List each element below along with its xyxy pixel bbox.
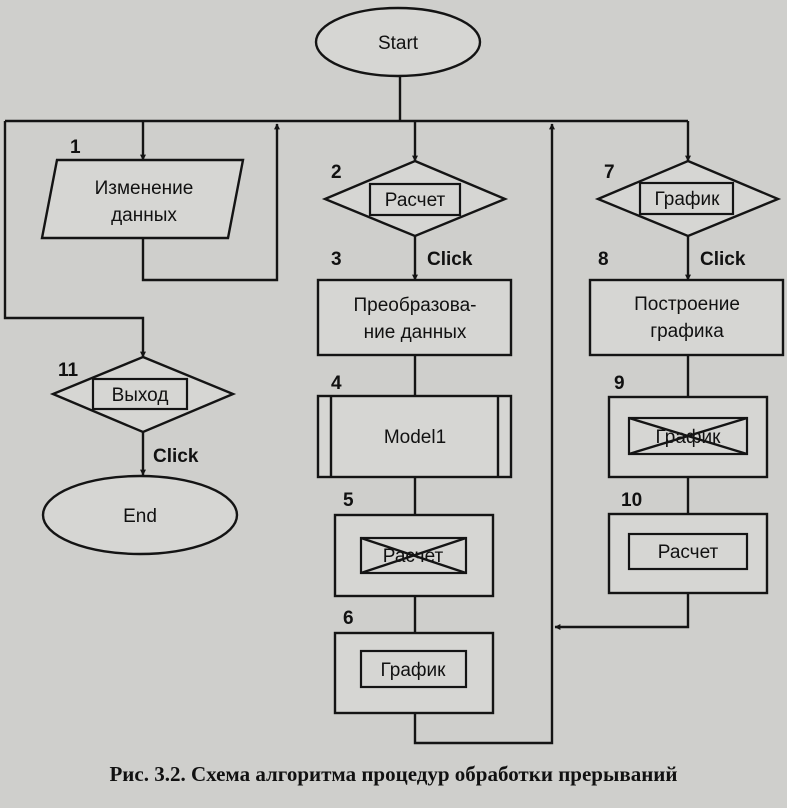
node-2-event-box [368, 182, 462, 217]
node-3-line2: ние данных [364, 322, 467, 343]
node-10-inner-box [627, 532, 749, 571]
node-11-label: Выход [112, 385, 169, 406]
end-terminator [41, 474, 239, 556]
node-1-parallelogram [40, 158, 245, 240]
node-7: 7 График Click [594, 159, 782, 270]
node-5: Расчет 5 [333, 490, 495, 598]
edge-label-click-2-3: Click [427, 249, 473, 270]
connector-loop-6 [413, 123, 555, 745]
node-2-label: Расчет [385, 190, 446, 211]
connectors [3, 76, 691, 745]
node-7-number: 7 [604, 162, 615, 183]
node-5-cross-b [360, 536, 467, 575]
node-6-inner-box [359, 649, 468, 689]
connector-10-rail [554, 593, 690, 630]
node-11-event-box [91, 377, 189, 411]
node-6-number: 6 [343, 608, 354, 629]
node-2-number: 2 [331, 162, 342, 183]
node-10-label: Расчет [658, 542, 719, 563]
node-9-cross-b [628, 416, 748, 456]
node-8: 8 Построение графика [588, 249, 785, 357]
node-3-line1: Преобразова- [354, 295, 477, 316]
node-8-line2: графика [650, 321, 724, 342]
node-4-label: Model1 [384, 427, 446, 448]
node-3-process [316, 278, 513, 357]
node-4-subprocess [316, 394, 513, 479]
node-4-number: 4 [331, 373, 342, 394]
node-9: График 9 [607, 373, 769, 479]
node-11: 11 Выход Click [49, 355, 237, 467]
node-10-number: 10 [621, 490, 642, 511]
node-8-line1: Построение [634, 294, 740, 315]
figure-caption-prefix: Рис. 3.2. [109, 762, 186, 786]
node-8-number: 8 [598, 249, 609, 270]
node-1: 1 Изменение данных [40, 137, 245, 240]
figure-caption-text: Схема алгоритма процедур обработки преры… [185, 762, 678, 786]
start-label: Start [378, 33, 419, 54]
node-11-number: 11 [58, 360, 79, 381]
node-4: 4 Model1 [316, 373, 513, 479]
node-1-number: 1 [70, 137, 81, 158]
node-6-label: График [381, 660, 447, 681]
node-10: 10 Расчет [607, 490, 769, 595]
node-6: 6 График [333, 608, 495, 715]
node-8-process [588, 278, 785, 357]
flowchart: Start 1 Изменение данных 2 Расчет Click … [3, 6, 785, 745]
figure-caption: Рис. 3.2. Схема алгоритма процедур обраб… [0, 762, 787, 787]
node-3-number: 3 [331, 249, 342, 270]
connector-loop-1 [141, 123, 280, 282]
node-end: End [41, 474, 239, 556]
start-terminator [314, 6, 482, 78]
node-3: 3 Преобразова- ние данных [316, 249, 513, 357]
edge-label-click-7-8: Click [700, 249, 746, 270]
node-2: 2 Расчет Click [321, 159, 509, 270]
edge-label-click-11-end: Click [153, 446, 199, 467]
connector-rail-11 [3, 121, 146, 358]
node-7-event-box [638, 181, 735, 216]
node-5-number: 5 [343, 490, 354, 511]
node-7-label: График [655, 189, 721, 210]
end-label: End [123, 506, 157, 527]
node-1-line2: данных [111, 205, 177, 226]
node-1-line1: Изменение [95, 178, 194, 199]
node-9-number: 9 [614, 373, 625, 394]
node-start: Start [314, 6, 482, 78]
